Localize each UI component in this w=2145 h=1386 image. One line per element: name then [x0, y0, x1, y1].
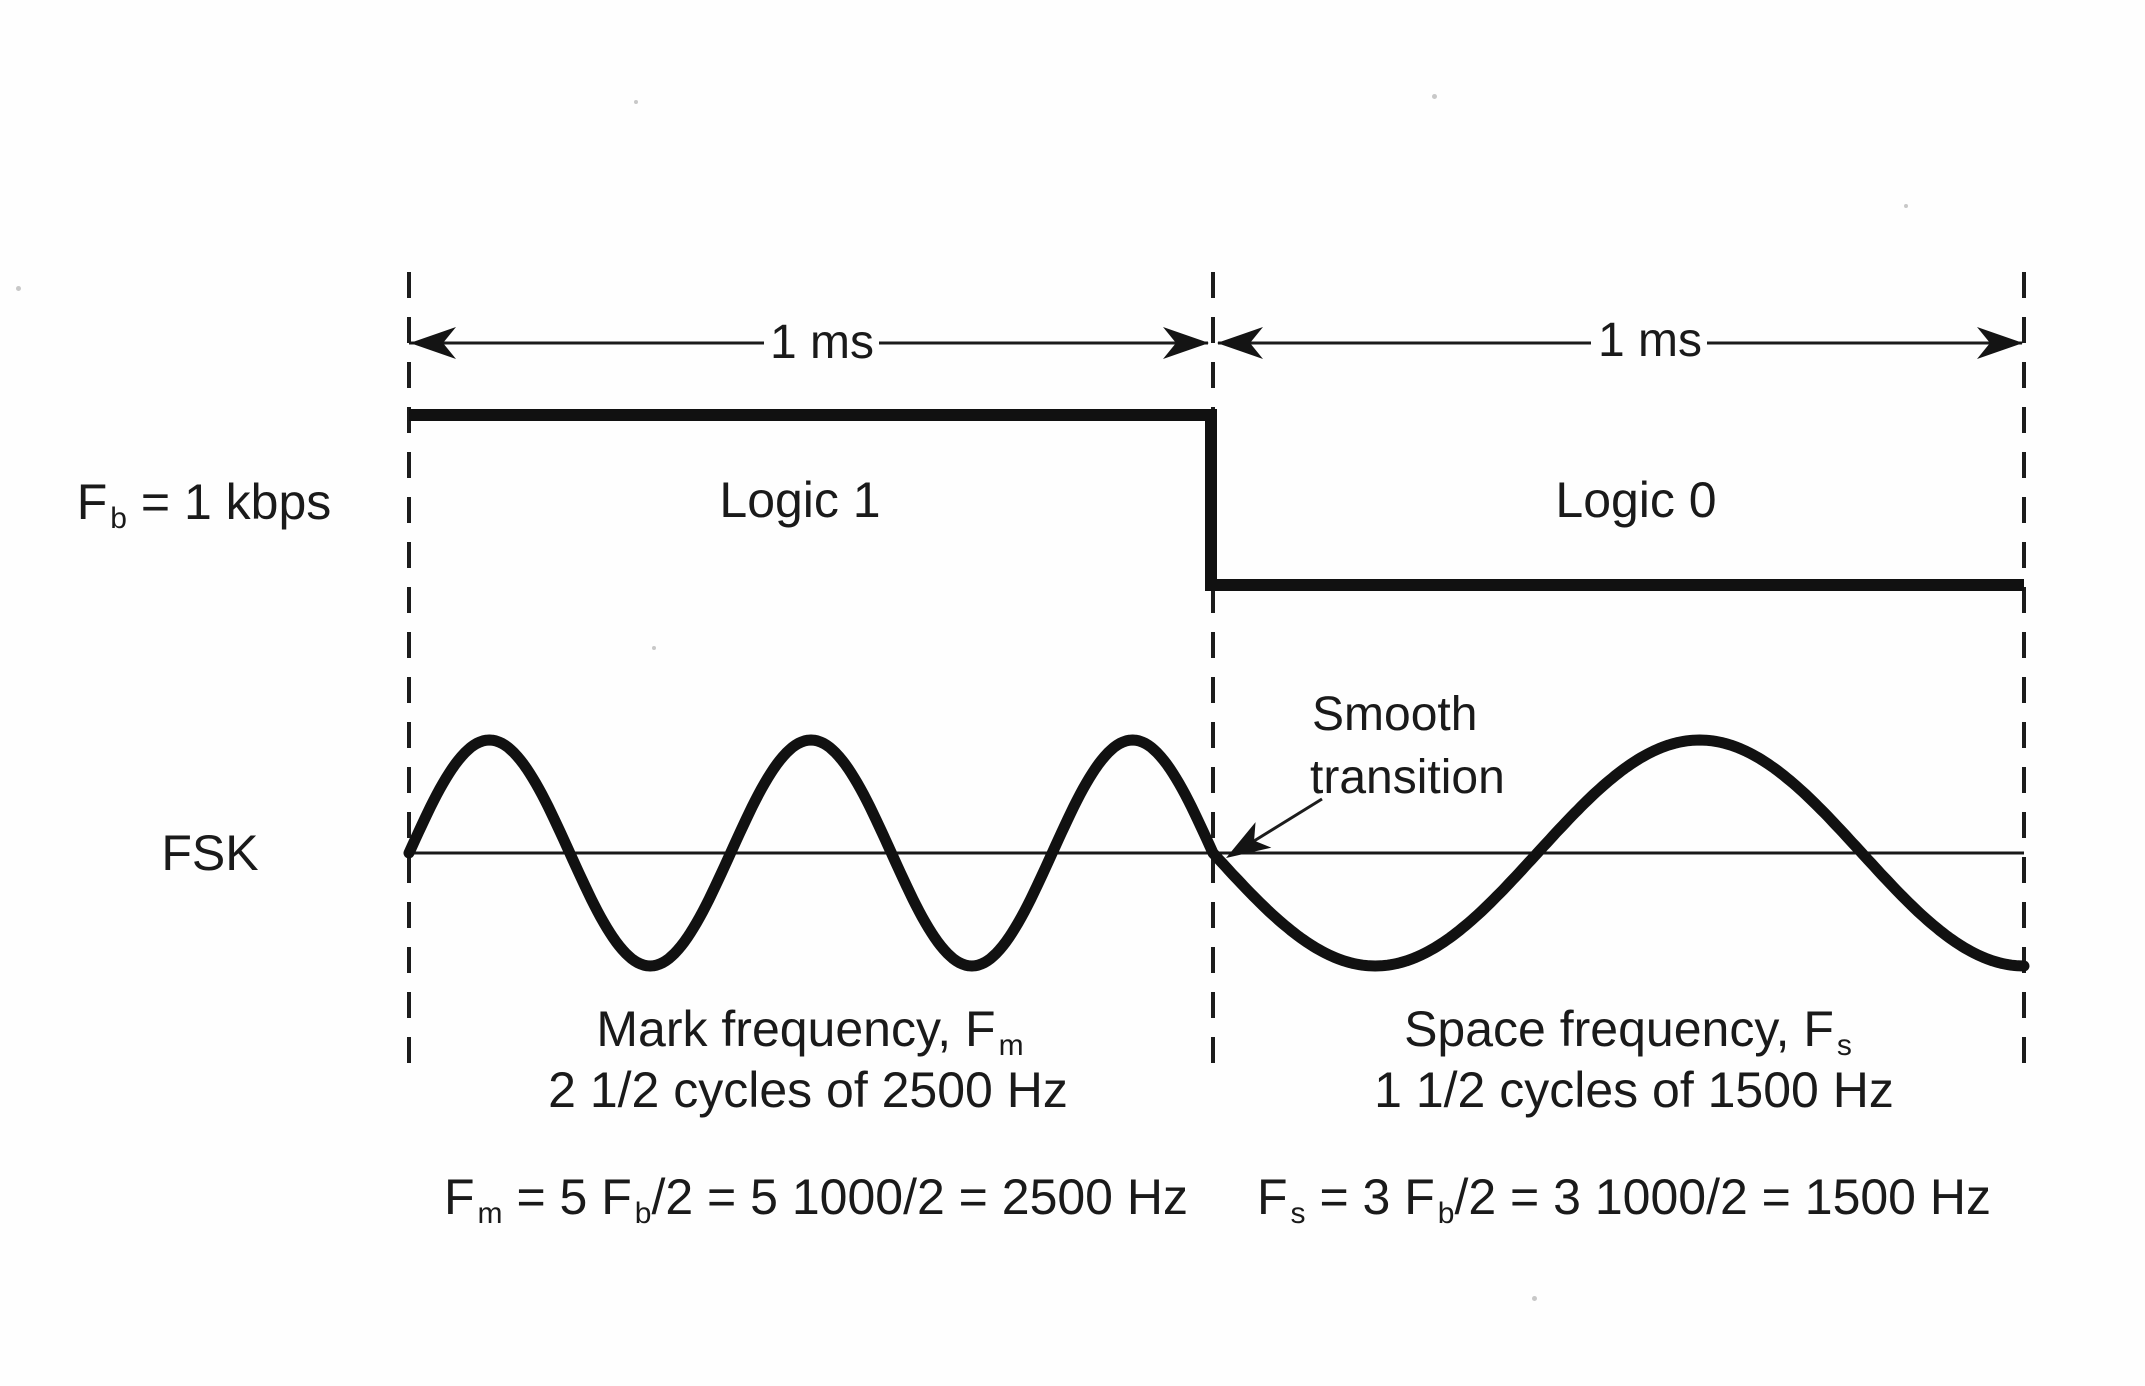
space-cycles-caption: 1 1/2 cycles of 1500 Hz	[1374, 1062, 1894, 1118]
arrowhead-right-icon	[1977, 327, 2023, 359]
smooth-transition-label-line2: transition	[1310, 751, 1505, 804]
smooth-transition-label-line1: Smooth	[1312, 688, 1478, 741]
fsk-waveform-trace	[403, 734, 2030, 972]
arrowhead-left-icon	[410, 327, 456, 359]
interval1-duration-label: 1 ms	[769, 316, 875, 369]
arrowhead-left-icon	[1217, 327, 1263, 359]
scan-speck	[1904, 204, 1908, 208]
scan-speck	[1432, 94, 1437, 99]
mark-cycles-caption: 2 1/2 cycles of 2500 Hz	[548, 1062, 1068, 1118]
scan-speck	[634, 100, 638, 104]
scan-speck	[1532, 1296, 1537, 1301]
logic0-label: Logic 0	[1555, 472, 1717, 528]
scan-speck	[16, 286, 21, 291]
annotation-arrow-line	[1253, 797, 1323, 843]
fsk-axis-label: FSK	[161, 825, 259, 881]
annotation-arrowhead-icon	[1226, 822, 1272, 858]
scan-speck	[652, 646, 656, 650]
digital-signal-trace	[409, 409, 2024, 591]
interval2-duration-label: 1 ms	[1597, 314, 1703, 367]
arrowhead-right-icon	[1163, 327, 1209, 359]
logic1-label: Logic 1	[719, 472, 881, 528]
